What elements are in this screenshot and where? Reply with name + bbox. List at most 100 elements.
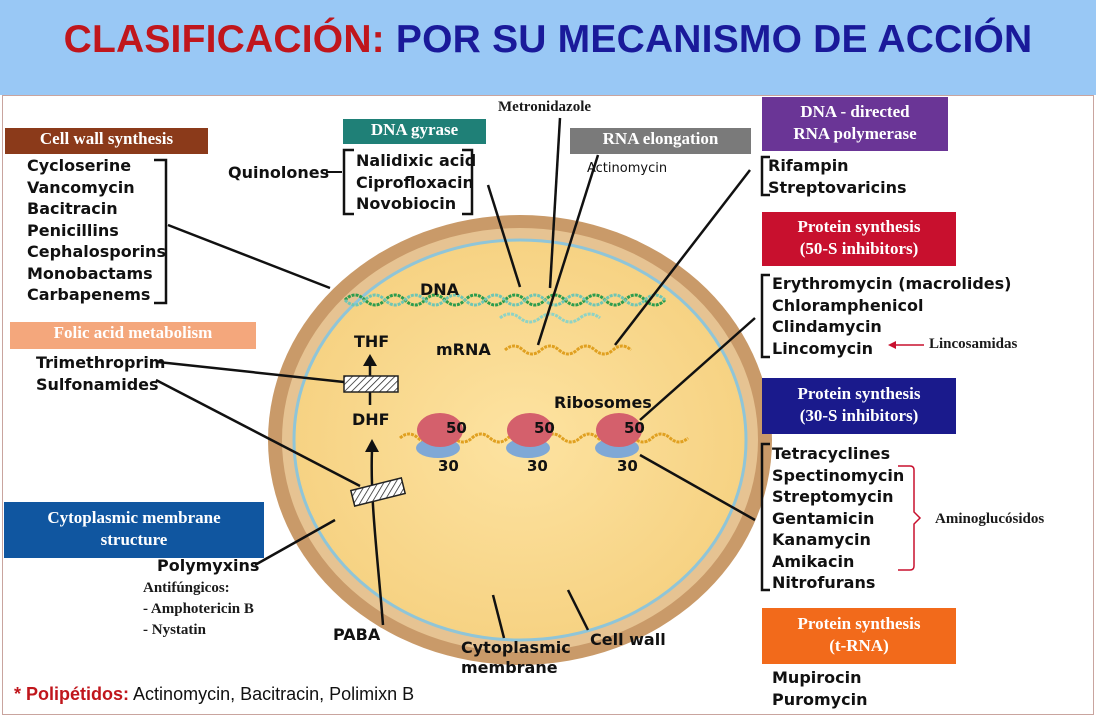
rna-polymerase-bracket [760, 155, 770, 197]
title-banner [0, 0, 1096, 95]
sulfonamide-block [349, 477, 407, 507]
footnote-star: * [14, 684, 22, 704]
drug-item: Streptovaricins [768, 177, 907, 197]
drug-item: Tetracyclines [772, 444, 891, 463]
cell-label-mrna: mRNA [436, 340, 491, 359]
lincosamidas-note: Lincosamidas [929, 336, 1018, 352]
ribosome-3 [595, 413, 642, 458]
drug-item: Amikacin [772, 551, 855, 571]
folic-drug-list: Trimethroprim Sulfonamides [36, 352, 165, 395]
label-cytoplasmic-line1: Cytoplasmic membrane [47, 508, 221, 527]
label-dna-directed-rna-polymerase: DNA - directed RNA polymerase [762, 97, 948, 151]
ribosome-1-large-label: 50 [446, 419, 467, 437]
drug-item: Lincomycin [772, 338, 874, 358]
quinolones-drug-list: Nalidixic acid Ciprofloxacin Novobiocin [356, 150, 476, 215]
drug-item: Clindamycin [772, 317, 882, 336]
label-folic-acid-metabolism: Folic acid metabolism [10, 322, 256, 349]
drug-item: Novobiocin [356, 194, 457, 213]
drug-item: Carbapenems [27, 285, 151, 304]
drug-item: Chloramphenicol [772, 295, 924, 315]
drug-item: Puromycin [772, 689, 868, 709]
label-30s-line2: (30-S inhibitors) [799, 406, 919, 425]
drug-item: Nalidixic acid [356, 151, 477, 170]
cell-label-dna: DNA [420, 280, 460, 299]
label-metronidazole: Metronidazole [498, 99, 592, 115]
label-trna-line1: Protein synthesis [797, 614, 921, 633]
ribosome-2-small-label: 30 [527, 457, 548, 475]
drug-item: Spectinomycin [772, 465, 905, 485]
drug-item: - Amphotericin B [143, 601, 254, 617]
drug-item: Penicillins [27, 220, 119, 240]
drug-item: Sulfonamides [36, 374, 159, 394]
paba-to-dhf-arrow [370, 449, 385, 626]
drug-item: Nitrofurans [772, 573, 876, 592]
ribosome-3-small-label: 30 [617, 457, 638, 475]
label-cytoplasmic-membrane-structure: Cytoplasmic membrane structure [4, 502, 264, 558]
ribosome-2 [506, 413, 553, 458]
label-50s-line2: (50-S inhibitors) [799, 239, 919, 258]
ribosome-3-large-label: 50 [624, 419, 645, 437]
rna-polymerase-drug-list: Rifampin Streptovaricins [768, 155, 907, 198]
drug-item: Cephalosporins [27, 242, 166, 261]
label-30s-line1: Protein synthesis [797, 384, 921, 403]
ribosome-1-small-label: 30 [438, 457, 459, 475]
lincosamidas-arrowhead [888, 341, 896, 349]
label-dna-gyrase: DNA gyrase [343, 119, 486, 144]
cell-wall-bracket [154, 158, 168, 305]
drug-item: Erythromycin (macrolides) [772, 274, 1012, 293]
footnote: * Polipétidos: Actinomycin, Bacitracin, … [14, 684, 414, 705]
drug-item: Streptomycin [772, 487, 894, 506]
cell-label-cell-wall: Cell wall [590, 630, 666, 649]
polymyxins-label: Polymyxins [157, 556, 260, 575]
protein-30s-drug-list: Tetracyclines Spectinomycin Streptomycin… [772, 443, 904, 594]
cell-label-ribosomes: Ribosomes [554, 393, 652, 412]
actinomycin-label: Actinomycin [587, 161, 668, 176]
cytoplasmic-membrane-line1: Cytoplasmic [461, 638, 571, 657]
drug-item: Vancomycin [27, 177, 135, 197]
cell-label-dhf: DHF [352, 410, 390, 429]
quinolones-close-bracket [462, 148, 474, 216]
drug-item: Mupirocin [772, 668, 862, 687]
ribosome-1 [416, 413, 463, 458]
label-cell-wall-synthesis: Cell wall synthesis [5, 128, 208, 154]
protein-trna-drug-list: Mupirocin Puromycin [772, 667, 867, 710]
cell-label-thf: THF [354, 332, 390, 351]
drug-item: Ciprofloxacin [356, 172, 474, 192]
quinolones-bracket [342, 148, 354, 216]
label-trna-line2: (t-RNA) [829, 636, 889, 655]
aminoglycoside-bracket [898, 465, 922, 571]
dna-unwound-strand [499, 312, 601, 324]
footnote-text: Actinomycin, Bacitracin, Polimixn B [133, 684, 415, 704]
title-part-2: POR SU MECANISMO DE ACCIÓN [395, 18, 1033, 61]
pointer-lines [155, 117, 756, 639]
ribosome-2-large-label: 50 [534, 419, 555, 437]
aminoglucosidos-note: Aminoglucósidos [935, 511, 1045, 527]
label-cytoplasmic-line2: structure [100, 530, 168, 549]
dna-strand-2 [343, 293, 667, 307]
label-dna-directed-line2: RNA polymerase [793, 124, 917, 143]
drug-item: Bacitracin [27, 199, 118, 218]
drug-item: Kanamycin [772, 530, 871, 549]
drug-item: - Nystatin [143, 622, 206, 638]
protein-30s-bracket [760, 442, 770, 592]
mrna-strand [504, 344, 632, 356]
label-dna-directed-line1: DNA - directed [800, 102, 910, 121]
cell-label-paba: PABA [333, 625, 381, 644]
title-part-1: CLASIFICACIÓN: [63, 18, 385, 61]
cytoplasmic-membrane-line2: membrane [461, 658, 558, 677]
cell-wall-drug-list: Cycloserine Vancomycin Bacitracin Penici… [27, 155, 166, 306]
drug-item: Trimethroprim [36, 353, 166, 372]
thf-arrowhead [363, 354, 377, 366]
page-title: CLASIFICACIÓN: POR SU MECANISMO DE ACCIÓ… [0, 18, 1096, 62]
drug-item: Rifampin [768, 156, 849, 175]
drug-item: Monobactams [27, 263, 153, 283]
protein-50s-drug-list: Erythromycin (macrolides) Chloramphenico… [772, 273, 1011, 359]
diagram-frame [2, 95, 1094, 715]
protein-50s-bracket [760, 273, 770, 359]
dhf-arrowhead [365, 439, 379, 452]
antifungal-list: Antifúngicos: - Amphotericin B - Nystati… [143, 578, 254, 641]
label-50s-line1: Protein synthesis [797, 217, 921, 236]
trimethoprim-block [343, 375, 399, 393]
drug-item: Cycloserine [27, 156, 132, 175]
